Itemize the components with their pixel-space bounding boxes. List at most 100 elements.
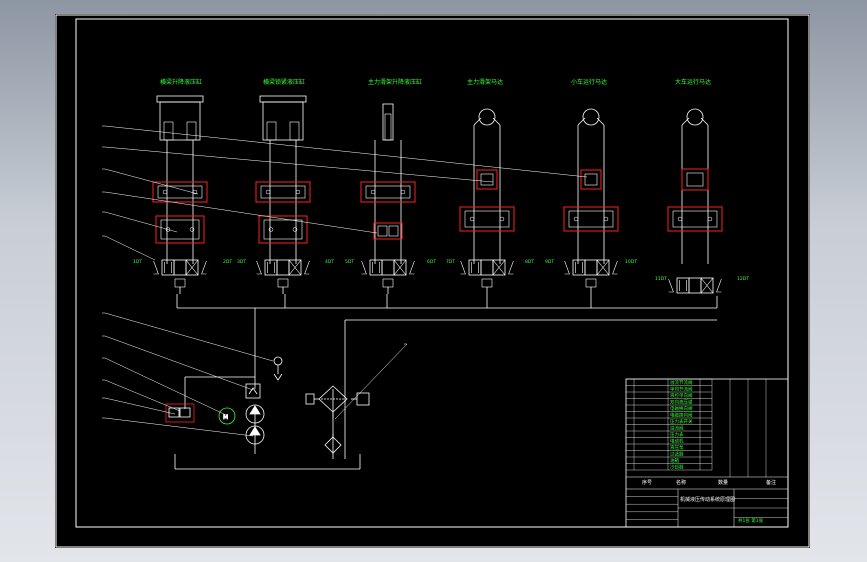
valve-cell-center	[584, 259, 598, 276]
actuator-label-0: 横梁升降液压缸	[160, 78, 202, 86]
valve-cell-left	[369, 259, 383, 276]
solenoid-code-2: 3DT	[237, 259, 246, 265]
pressure-comp-valve	[174, 278, 186, 288]
pump-station: M	[165, 356, 283, 445]
actuator-label-5: 大车运行马达	[675, 78, 711, 86]
counterbalance-valve-box-check	[603, 216, 609, 222]
hydraulic-schematic: 横梁升降液压缸横梁锁紧液压缸主力滑架升降液压缸主力滑架马达小车运行马达大车运行马…	[55, 14, 810, 548]
solenoid-left	[361, 260, 367, 275]
bom-col-header: 序号	[642, 479, 652, 486]
leader-line-9	[104, 379, 181, 412]
solenoid-right	[409, 260, 415, 275]
solenoid-code-3: 4DT	[325, 259, 334, 265]
throttle-valve-box-inner	[160, 219, 200, 240]
title-block-border	[625, 378, 789, 528]
valve-cell-center	[688, 277, 702, 294]
cylinder-rod	[163, 121, 174, 141]
actuator-label-3: 主力滑架马达	[467, 78, 503, 86]
circuit-column-5	[667, 108, 723, 294]
drawing-sheet[interactable]: 横梁升降液压缸横梁锁紧液压缸主力滑架升降液压缸主力滑架马达小车运行马达大车运行马…	[55, 14, 810, 548]
hydraulic-lock	[152, 181, 208, 203]
valve-arrow	[185, 259, 199, 276]
valve-arrow	[700, 277, 714, 294]
throttle-valve-box	[373, 222, 403, 240]
cylinder-rod	[384, 113, 392, 141]
inner-frame	[75, 18, 789, 528]
bom-part-name: 冷却器	[670, 464, 684, 471]
leader-line-10	[104, 397, 176, 415]
cylinder-head	[156, 95, 204, 103]
hydraulic-lock-inner	[365, 185, 411, 199]
pipe-b-top	[596, 117, 605, 126]
leader-line-3	[104, 191, 378, 234]
bom-part-name: 溢流阀	[670, 425, 684, 432]
bom-part-name: 电磁换向阀	[670, 412, 693, 419]
solenoid-right	[508, 260, 514, 275]
hydraulic-lock-check	[162, 189, 168, 195]
bom-part-name: 过滤器	[670, 451, 684, 458]
bom-part-name: 油箱	[670, 457, 679, 464]
motor-symbol	[582, 108, 600, 126]
pipe-a-top	[681, 117, 690, 126]
circuit-column-3	[459, 108, 515, 294]
cylinder-rod	[266, 121, 277, 141]
actuator-labels: 横梁升降液压缸横梁锁紧液压缸主力滑架升降液压缸主力滑架马达小车运行马达大车运行马…	[160, 78, 711, 86]
solenoid-right	[201, 260, 207, 275]
cylinder-body	[382, 103, 394, 141]
throttle-valve-box-inner	[263, 219, 303, 240]
check-valve	[480, 173, 494, 186]
leader-line-1	[104, 146, 494, 183]
solenoid-code-4: 5DT	[345, 259, 354, 265]
cylinder-body	[159, 101, 201, 141]
valve-cell-right	[288, 259, 302, 276]
solenoid-code-10: 11DT	[655, 276, 667, 282]
valve-cell-center	[173, 259, 187, 276]
leader-line-7	[104, 335, 254, 391]
pipe-b-top	[700, 117, 709, 126]
circuit-columns	[152, 95, 723, 294]
leader-line-8	[104, 357, 227, 416]
valve-arrow	[492, 259, 506, 276]
circuit-column-1	[255, 95, 311, 294]
solenoid-code-7: 8DT	[525, 259, 534, 265]
solenoid-left	[564, 260, 570, 275]
hydraulic-lock-check	[295, 189, 301, 195]
valve-cell-left	[161, 259, 175, 276]
counterbalance-valve-box	[459, 206, 515, 232]
circuit-column-0	[152, 95, 208, 294]
throttle-valve-box-check	[268, 227, 274, 232]
solenoid-code-11: 12DT	[737, 276, 749, 282]
pipe-a-top	[577, 117, 586, 126]
bom-part-name: 压力表	[670, 431, 684, 438]
actuator-label-1: 横梁锁紧液压缸	[263, 78, 305, 86]
pipe-b-top	[492, 117, 501, 126]
bom-col-header: 数量	[718, 479, 728, 486]
counterbalance-valve-box-inner	[568, 210, 614, 228]
hydraulic-lock-inner	[260, 185, 306, 199]
counterbalance-valve-box	[667, 206, 723, 232]
motor-symbol	[478, 108, 496, 126]
counterbalance-valve-box-inner	[464, 210, 510, 228]
bom-part-name: 电磁换向阀	[670, 405, 693, 412]
counterbalance-valve-box-inner	[672, 210, 718, 228]
solenoid-right	[304, 260, 310, 275]
bom-part-name: 单向节流阀	[670, 386, 693, 393]
bom-part-name: 液压泵	[670, 444, 684, 451]
throttle-valve-box	[258, 215, 308, 244]
counterbalance-valve-box-check	[573, 216, 579, 222]
check-valve-box	[580, 169, 602, 190]
hydraulic-lock-check	[370, 189, 376, 195]
bom-col-header: 名称	[676, 479, 686, 486]
hydraulic-lock-inner	[157, 185, 203, 199]
bom-part-name: 电动机	[670, 438, 684, 445]
actuator-label-4: 小车运行马达	[571, 78, 607, 86]
circuit-column-4	[563, 108, 619, 294]
main-lines	[174, 294, 718, 470]
valve-cell-left	[676, 277, 690, 294]
solenoid-right	[612, 260, 618, 275]
counterbalance-valve-box-check	[707, 216, 713, 222]
solenoid-code-0: 1DT	[133, 259, 142, 265]
counterbalance-valve-box-check	[677, 216, 683, 222]
drawing-title: 机械液压传动系统原理图	[680, 496, 735, 503]
